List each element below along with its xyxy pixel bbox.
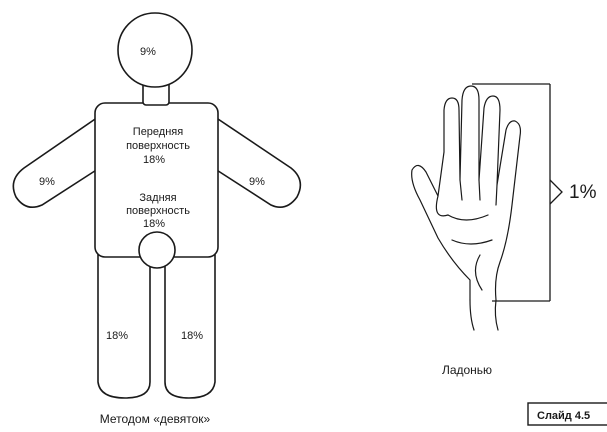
torso-back-label-1: Задняя (139, 192, 176, 204)
left-arm (13, 115, 101, 207)
palm-crease (448, 215, 492, 290)
torso-front-label-2: поверхность (126, 140, 190, 152)
right-arm-percent: 9% (249, 176, 265, 188)
thumb-crease (436, 196, 448, 216)
right-arm (212, 115, 300, 207)
torso-back-percent: 18% (143, 218, 165, 230)
torso-front-label-1: Передняя (133, 126, 183, 138)
groin (139, 232, 175, 268)
left-leg (98, 255, 150, 398)
head-percent: 9% (140, 46, 156, 58)
hand-outline (412, 86, 521, 300)
torso-front-percent: 18% (143, 154, 165, 166)
palm-caption: Ладонью (442, 363, 492, 377)
measurement-bracket (472, 84, 562, 301)
left-leg-percent: 18% (106, 330, 128, 342)
right-leg-percent: 18% (181, 330, 203, 342)
wrist-line (470, 300, 498, 330)
finger-creases (460, 180, 497, 205)
torso-back-label-2: поверхность (126, 205, 190, 217)
palm-percent: 1% (569, 182, 597, 203)
right-leg (165, 255, 215, 398)
palm-drawing (412, 86, 521, 330)
body-figure: 9% Передняя поверхность 18% Задняя повер… (13, 13, 300, 398)
slide-label: Слайд 4.5 (537, 410, 590, 422)
left-arm-percent: 9% (39, 176, 55, 188)
rule-of-nines-caption: Методом «девяток» (100, 412, 211, 426)
